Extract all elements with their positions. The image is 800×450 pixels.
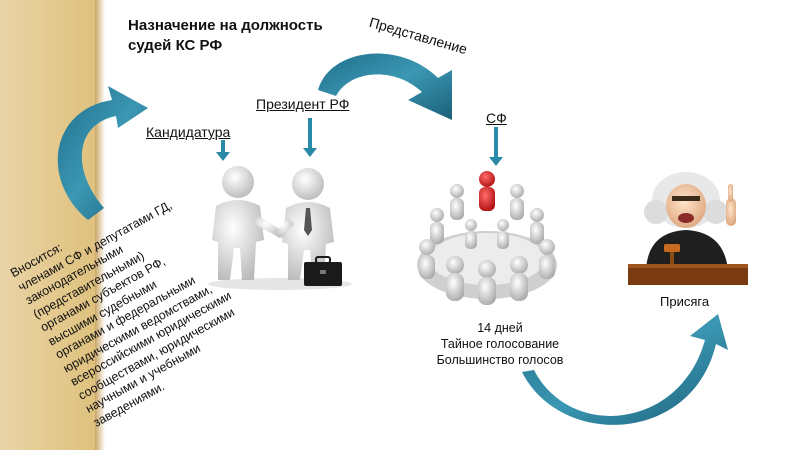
curved-arrow-top	[318, 53, 452, 121]
decorative-strip-edge	[95, 0, 105, 450]
voting-type: Тайное голосование	[440, 337, 560, 351]
briefcase-icon	[304, 256, 342, 286]
round-table-meeting-icon	[417, 171, 557, 305]
decorative-left-strip	[0, 0, 95, 450]
voting-conditions: 14 дней Тайное голосование Большинство г…	[420, 320, 580, 368]
title-line-2: судей КС РФ	[128, 37, 223, 54]
curved-arrow-bottom	[522, 314, 728, 425]
voting-period: 14 дней	[477, 321, 523, 335]
diagram-title: Назначение на должность судей КС РФ	[128, 16, 358, 56]
candidacy-label: Кандидатура	[146, 124, 231, 140]
voting-majority: Большинство голосов	[436, 353, 564, 367]
federation-council-label: СФ	[486, 110, 507, 126]
down-arrow-sf	[489, 127, 503, 166]
judge-with-gavel-icon	[628, 172, 748, 285]
president-label: Президент РФ	[256, 96, 350, 112]
down-arrow-president	[303, 118, 317, 157]
oath-label: Присяга	[660, 294, 710, 309]
title-line-1: Назначение на должность	[128, 17, 323, 34]
handshake-figures-icon	[208, 166, 352, 290]
curved-arrow-left	[57, 86, 148, 220]
down-arrow-candidacy	[216, 140, 230, 161]
